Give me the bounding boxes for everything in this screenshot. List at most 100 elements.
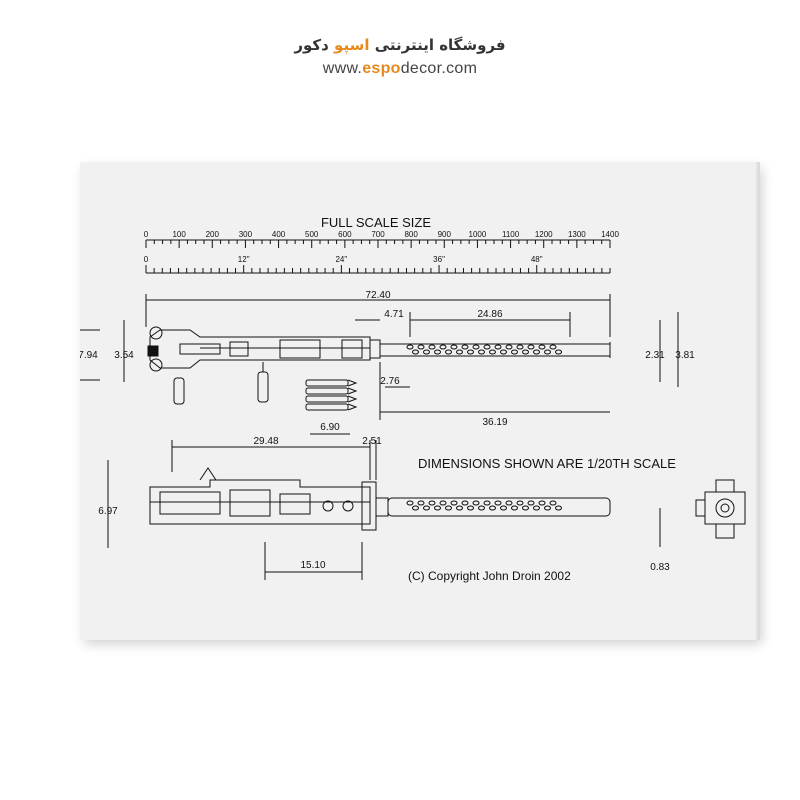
barrel-hole [556, 506, 562, 510]
dim-barrel: 36.19 [482, 417, 507, 428]
barrel-hole [435, 350, 441, 354]
ruler-in-label: 36" [433, 255, 445, 264]
barrel-hole [473, 345, 479, 349]
barrel-hole [490, 506, 496, 510]
ruler-mm-label: 600 [338, 230, 352, 239]
barrel-hole [473, 501, 479, 505]
barrel-hole [479, 350, 485, 354]
barrel-hole [550, 501, 556, 505]
barrel-hole [534, 506, 540, 510]
gun-side-view [150, 468, 610, 530]
ruler-mm-label: 500 [305, 230, 319, 239]
barrel-hole [534, 350, 540, 354]
barrel-hole [446, 506, 452, 510]
barrel-jacket-holes-top [407, 345, 562, 354]
ruler-mm-label: 700 [371, 230, 385, 239]
barrel-hole [468, 506, 474, 510]
barrel-hole [462, 345, 468, 349]
dim-ammo: 6.90 [320, 422, 340, 433]
url-prefix: www. [323, 60, 362, 77]
barrel-hole [451, 501, 457, 505]
barrel-hole [539, 345, 545, 349]
barrel-hole [418, 501, 424, 505]
dim-mount: 15.10 [300, 560, 325, 571]
barrel-hole [523, 350, 529, 354]
barrel-hole [512, 350, 518, 354]
barrel-hole [523, 506, 529, 510]
ruler-mm-label: 1400 [601, 230, 619, 239]
dim-receiver: 29.48 [253, 436, 278, 447]
barrel-hole [413, 506, 419, 510]
scale-note: DIMENSIONS SHOWN ARE 1/20TH SCALE [418, 456, 676, 471]
barrel-hole [424, 350, 430, 354]
ruler-mm-label: 200 [206, 230, 220, 239]
dim-overall: 72.40 [365, 290, 390, 301]
ruler-mm-label: 1000 [469, 230, 487, 239]
ruler-mm-label: 400 [272, 230, 286, 239]
barrel-hole [506, 501, 512, 505]
barrel-hole [446, 350, 452, 354]
barrel-hole [484, 501, 490, 505]
barrel-hole [462, 501, 468, 505]
ruler-mm-label: 1100 [502, 230, 520, 239]
ammo-belt [306, 380, 356, 410]
barrel-jacket-holes-side [407, 501, 562, 510]
ruler-in-label: 24" [335, 255, 347, 264]
barrel-hole [484, 345, 490, 349]
store-name-accent: اسپو [334, 36, 369, 54]
barrel-hole [440, 345, 446, 349]
ruler-mm-label: 1200 [535, 230, 553, 239]
store-url[interactable]: www.espodecor.com [0, 60, 800, 78]
barrel-hole [545, 350, 551, 354]
barrel-hole [429, 501, 435, 505]
barrel-hole [539, 501, 545, 505]
ruler-mm-label: 900 [438, 230, 452, 239]
blueprint-drawing: FULL SCALE SIZE 010020030040050060070080… [80, 162, 760, 640]
copyright-text: (C) Copyright John Droin 2002 [408, 569, 571, 583]
ruler-in-labels: 0 12" 24" 36" 48" [144, 255, 543, 264]
barrel-hole [512, 506, 518, 510]
store-name-prefix: فروشگاه اینترنتی [369, 36, 505, 54]
brand-header: فروشگاه اینترنتی اسپو دکور www.espodecor… [0, 36, 800, 78]
barrel-hole [495, 345, 501, 349]
barrel-hole [468, 350, 474, 354]
ruler-mm-labels: 0100200300400500600700800900100011001200… [144, 230, 620, 239]
ruler-in-label: 0 [144, 255, 149, 264]
barrel-hole [528, 345, 534, 349]
dim-side-height: 6.97 [98, 506, 118, 517]
barrel-hole [501, 350, 507, 354]
barrel-hole [501, 506, 507, 510]
store-name: فروشگاه اینترنتی اسپو دکور [0, 36, 800, 54]
ruler-in-ticks [146, 265, 610, 273]
dim-barrel-jacket: 24.86 [477, 309, 502, 320]
dim-round: 2.76 [380, 376, 400, 387]
ruler-mm-label: 100 [172, 230, 186, 239]
dim-muzzle-offset: 0.83 [650, 562, 670, 573]
dim-trunnion: 2.51 [362, 436, 382, 447]
canvas-print: FULL SCALE SIZE 010020030040050060070080… [80, 162, 760, 640]
barrel-hole [545, 506, 551, 510]
dim-height-left: 7.94 [80, 350, 98, 361]
barrel-hole [490, 350, 496, 354]
dim-grip: 3.54 [114, 350, 134, 361]
ruler-mm-label: 0 [144, 230, 149, 239]
dim-muzzle-a: 2.31 [645, 350, 665, 361]
url-accent: espo [362, 60, 401, 77]
gun-top-view [148, 327, 610, 404]
ruler-in-label: 12" [238, 255, 250, 264]
barrel-hole [495, 501, 501, 505]
blueprint-title: FULL SCALE SIZE [321, 215, 431, 230]
ruler-mm-label: 300 [239, 230, 253, 239]
barrel-hole [457, 506, 463, 510]
store-name-suffix: دکور [294, 36, 334, 54]
dim-front: 4.71 [384, 309, 404, 320]
barrel-hole [429, 345, 435, 349]
barrel-hole [506, 345, 512, 349]
barrel-hole [407, 501, 413, 505]
barrel-hole [479, 506, 485, 510]
barrel-hole [435, 506, 441, 510]
url-suffix: decor.com [401, 60, 478, 77]
gun-front-view [696, 480, 745, 538]
ruler-in-label: 48" [531, 255, 543, 264]
dim-muzzle-b: 3.81 [675, 350, 695, 361]
